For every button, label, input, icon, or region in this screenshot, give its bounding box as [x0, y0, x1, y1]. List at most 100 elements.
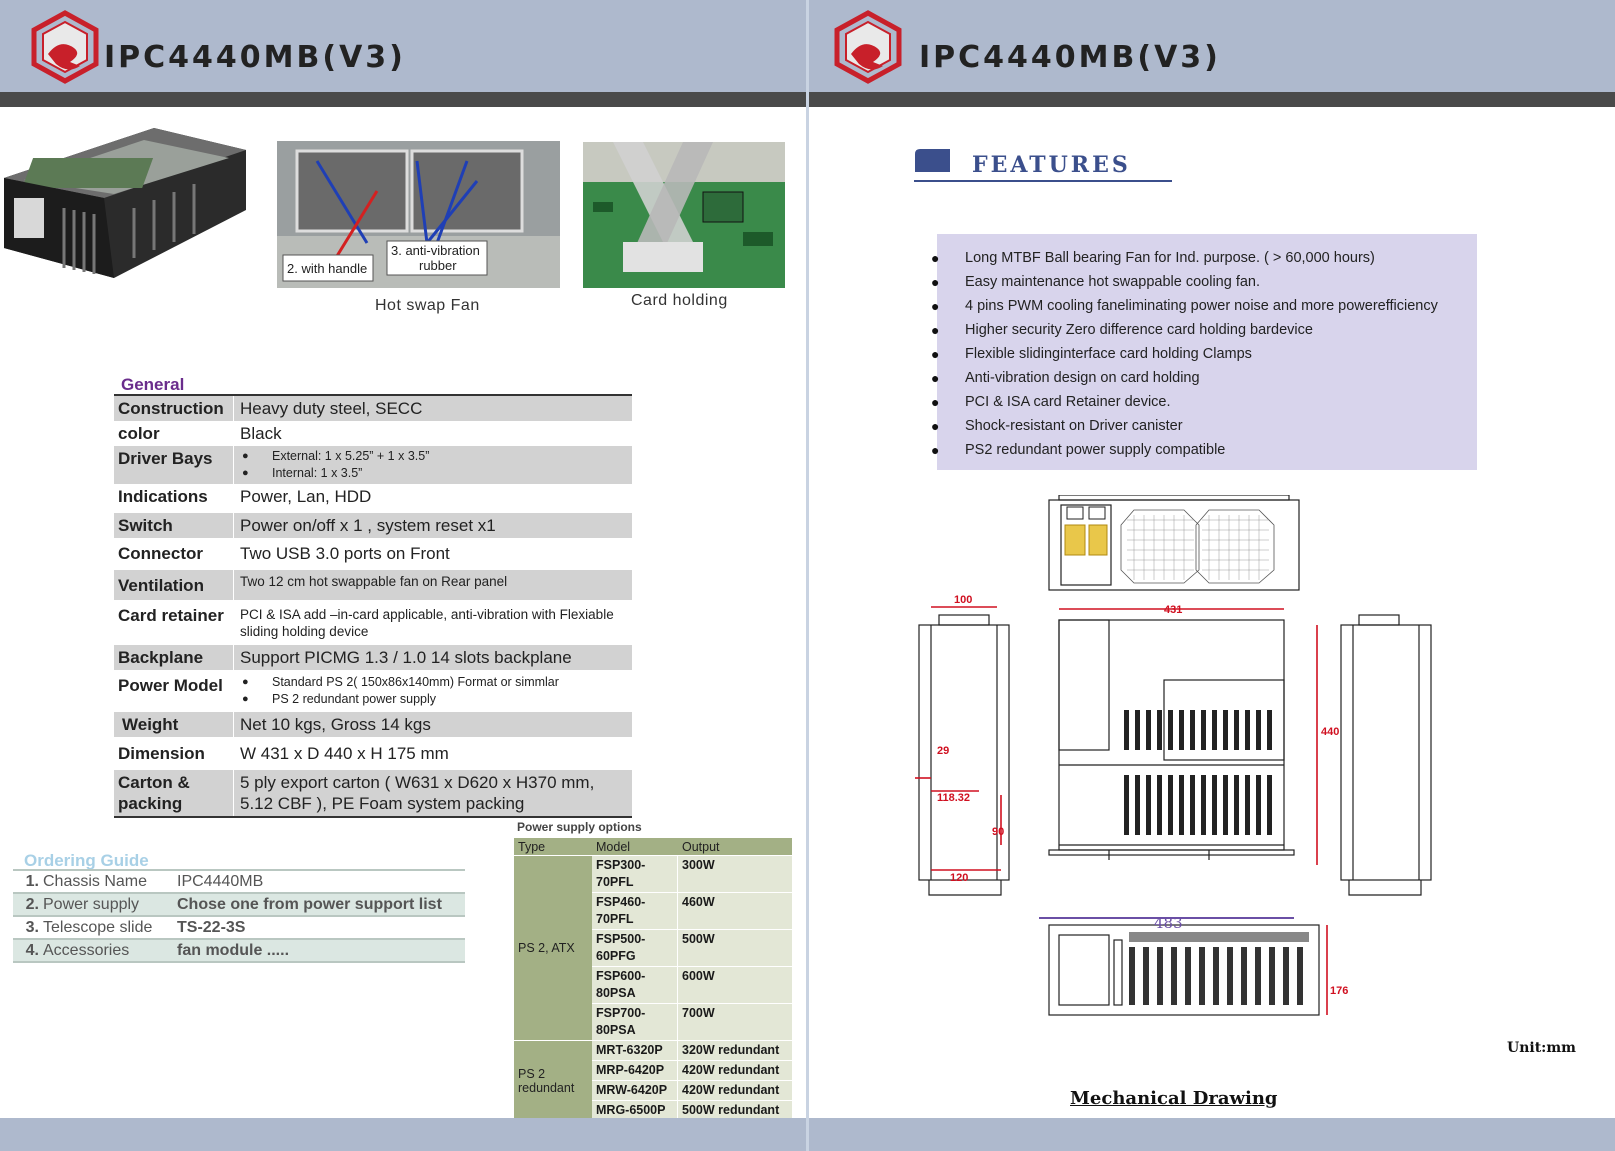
header-bar	[809, 92, 1615, 107]
spec-row-dimension: Dimension W 431 x D 440 x H 175 mm	[114, 741, 632, 766]
ordering-num: 2.	[25, 895, 39, 913]
chassis-photo	[4, 128, 246, 278]
page-gutter	[806, 0, 809, 1151]
ps-group-redundant: PS 2 redundant MRT-6320P 320W redundant M…	[514, 1041, 792, 1121]
spec-value: 5 ply export carton ( W631 x D620 x H370…	[234, 770, 632, 816]
ps-model: MRG-6500P	[592, 1101, 678, 1120]
spec-bullet: PS 2 redundant power supply	[240, 691, 626, 708]
ps-model: MRT-6320P	[592, 1041, 678, 1060]
spec-row-card-retainer: Card retainer PCI & ISA add –in-card app…	[114, 600, 632, 642]
spec-value: Two USB 3.0 ports on Front	[240, 544, 450, 563]
feature-item: Easy maintenance hot swappable cooling f…	[931, 272, 1471, 296]
ps-output: 320W redundant	[682, 1043, 780, 1057]
power-supply-table: Type Model Output PS 2, ATX FSP300-70PFL…	[514, 838, 792, 1121]
ordering-num: 1.	[25, 872, 39, 890]
page-footer	[0, 1118, 806, 1151]
ps-output: 420W redundant	[682, 1083, 780, 1097]
spec-key: Indications	[114, 484, 234, 509]
spec-bullet: Standard PS 2( 150x86x140mm) Format or s…	[240, 674, 626, 691]
general-spec-table: Construction Heavy duty steel, SECC colo…	[114, 394, 632, 818]
ordering-key: Chassis Name	[43, 872, 148, 890]
spec-row-connector: Connector Two USB 3.0 ports on Front	[114, 541, 632, 566]
dim-29: 29	[937, 745, 949, 757]
ps-output: 500W	[682, 932, 715, 946]
spec-key: Weight	[114, 712, 234, 737]
ps-type: PS 2, ATX	[514, 856, 592, 1040]
feature-item: PS2 redundant power supply compatible	[931, 440, 1471, 464]
spec-value: Black	[240, 424, 282, 443]
page-header	[809, 0, 1615, 92]
dim-440: 440	[1321, 726, 1339, 738]
spec-key: Connector	[114, 541, 234, 566]
spec-key: Carton & packing	[114, 770, 234, 816]
features-heading: FEATURES	[914, 148, 1174, 188]
ordering-row: 3. Telescope slide TS-22-3S	[13, 917, 465, 940]
feature-item: Higher security Zero difference card hol…	[931, 320, 1471, 344]
dim-483: 483	[1154, 914, 1183, 932]
ps-row: FSP600-80PSA 600W	[592, 967, 792, 1004]
ps-row: FSP700-80PSA 700W	[592, 1004, 792, 1040]
page-left: IPC4440MB(V3) 2. with handle 3. anti-vib…	[0, 0, 806, 1151]
ordering-key: Power supply	[43, 895, 140, 913]
ordering-row: 2. Power supply Chose one from power sup…	[13, 894, 465, 917]
spec-key: Backplane	[114, 645, 234, 670]
spec-bullet: External: 1 x 5.25” + 1 x 3.5”	[240, 448, 626, 465]
spec-value: PCI & ISA add –in-card applicable, anti-…	[240, 607, 614, 639]
feature-item: Anti-vibration design on card holding	[931, 368, 1471, 392]
spec-value: Power, Lan, HDD	[240, 487, 372, 506]
ps-output: 600W	[682, 969, 715, 983]
power-supply-header: Type Model Output	[514, 838, 792, 856]
spec-key: Card retainer	[114, 600, 234, 642]
mechanical-drawing-title: Mechanical Drawing	[1070, 1088, 1278, 1109]
ps-type: PS 2 redundant	[514, 1041, 592, 1120]
feature-item: Shock-resistant on Driver canister	[931, 416, 1471, 440]
header-type: Type	[518, 840, 546, 854]
ordering-title: Ordering Guide	[24, 851, 149, 870]
ordering-value: TS-22-3S	[177, 918, 246, 936]
company-logo-icon	[31, 10, 99, 84]
spec-row-carton: Carton & packing 5 ply export carton ( W…	[114, 770, 632, 816]
spec-row-construction: Construction Heavy duty steel, SECC	[114, 396, 632, 421]
ps-output: 500W redundant	[682, 1103, 780, 1117]
spec-bullet: Internal: 1 x 3.5”	[240, 465, 626, 482]
ordering-row: 4. Accessories fan module .....	[13, 940, 465, 963]
ordering-value: IPC4440MB	[177, 872, 264, 890]
fan-rubber-label-1: 3. anti-vibration	[391, 243, 480, 258]
spec-row-driver-bays: Driver Bays External: 1 x 5.25” + 1 x 3.…	[114, 446, 632, 484]
ordering-row: 1. Chassis Name IPC4440MB	[13, 871, 465, 894]
spec-key: Construction	[114, 396, 234, 421]
dim-176: 176	[1330, 985, 1348, 997]
ordering-table: 1. Chassis Name IPC4440MB 2. Power suppl…	[13, 869, 465, 963]
fan-rubber-label-2: rubber	[419, 258, 457, 273]
spec-value: Heavy duty steel, SECC	[234, 396, 632, 421]
ps-output: 700W	[682, 1006, 715, 1020]
ps-row: MRT-6320P 320W redundant	[592, 1041, 792, 1061]
spec-row-weight: Weight Net 10 kgs, Gross 14 kgs	[114, 712, 632, 737]
power-supply-title: Power supply options	[517, 820, 642, 834]
spec-value: Power on/off x 1 , system reset x1	[234, 513, 632, 538]
spec-value: Two 12 cm hot swappable fan on Rear pane…	[234, 570, 632, 600]
ps-model: MRW-6420P	[592, 1081, 678, 1100]
dim-431: 431	[1164, 604, 1182, 616]
mechanical-drawing: 100 431 440 29 118.32 90 120 176 483	[915, 495, 1432, 1016]
ps-output: 460W	[682, 895, 715, 909]
dim-100: 100	[954, 594, 972, 606]
features-tab-icon	[914, 149, 1172, 182]
ps-model: FSP700-80PSA	[592, 1004, 678, 1040]
general-title: General	[121, 375, 185, 394]
ps-model: FSP600-80PSA	[592, 967, 678, 1003]
spec-row-ventilation: Ventilation Two 12 cm hot swappable fan …	[114, 570, 632, 600]
dim-90: 90	[992, 826, 1004, 838]
feature-item: 4 pins PWM cooling faneliminating power …	[931, 296, 1471, 320]
ordering-num: 3.	[25, 918, 39, 936]
ordering-key: Telescope slide	[43, 918, 153, 936]
fan-handle-label: 2. with handle	[287, 261, 367, 276]
ordering-value: Chose one from power support list	[177, 895, 442, 913]
spec-value: W 431 x D 440 x H 175 mm	[240, 744, 449, 763]
card-holding-caption: Card holding	[631, 292, 728, 309]
spec-key: color	[114, 421, 234, 446]
ordering-key: Accessories	[43, 941, 130, 959]
spec-row-power-model: Power Model Standard PS 2( 150x86x140mm)…	[114, 670, 632, 710]
